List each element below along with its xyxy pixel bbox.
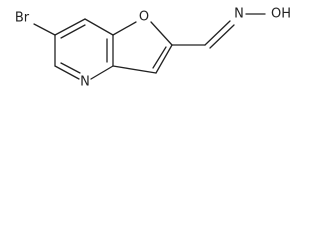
bond-double-c2-c3-inner bbox=[152, 46, 167, 69]
bond-c2-c3 bbox=[155, 44, 173, 74]
bond-double-c6-c7-inner bbox=[60, 24, 86, 39]
atom-label-oh: OH bbox=[271, 7, 291, 22]
bond-o1-c2 bbox=[150, 21, 173, 46]
atom-label-n-oxime: N bbox=[234, 7, 244, 22]
bond-c6-c7 bbox=[54, 18, 86, 36]
atom-label-br: Br bbox=[15, 11, 30, 26]
bond-double-n4-c5-inner bbox=[60, 62, 81, 74]
atom-label-o-ring: O bbox=[139, 10, 149, 25]
bond-c3a-n4 bbox=[90, 65, 114, 80]
molecule-diagram: Br N O N OH bbox=[15, 7, 291, 90]
bond-ch-n-double-b bbox=[209, 24, 235, 49]
bond-n4-c5 bbox=[54, 65, 80, 80]
bond-ch-n-double-a bbox=[204, 20, 231, 46]
bond-c7-c7a bbox=[84, 18, 114, 36]
bond-c7a-o1 bbox=[112, 21, 137, 36]
atom-label-n-ring: N bbox=[80, 75, 90, 90]
bond-c3-c3a bbox=[112, 65, 157, 74]
bond-br-c6 bbox=[33, 23, 56, 36]
structure-canvas: Br N O N OH bbox=[0, 0, 298, 98]
